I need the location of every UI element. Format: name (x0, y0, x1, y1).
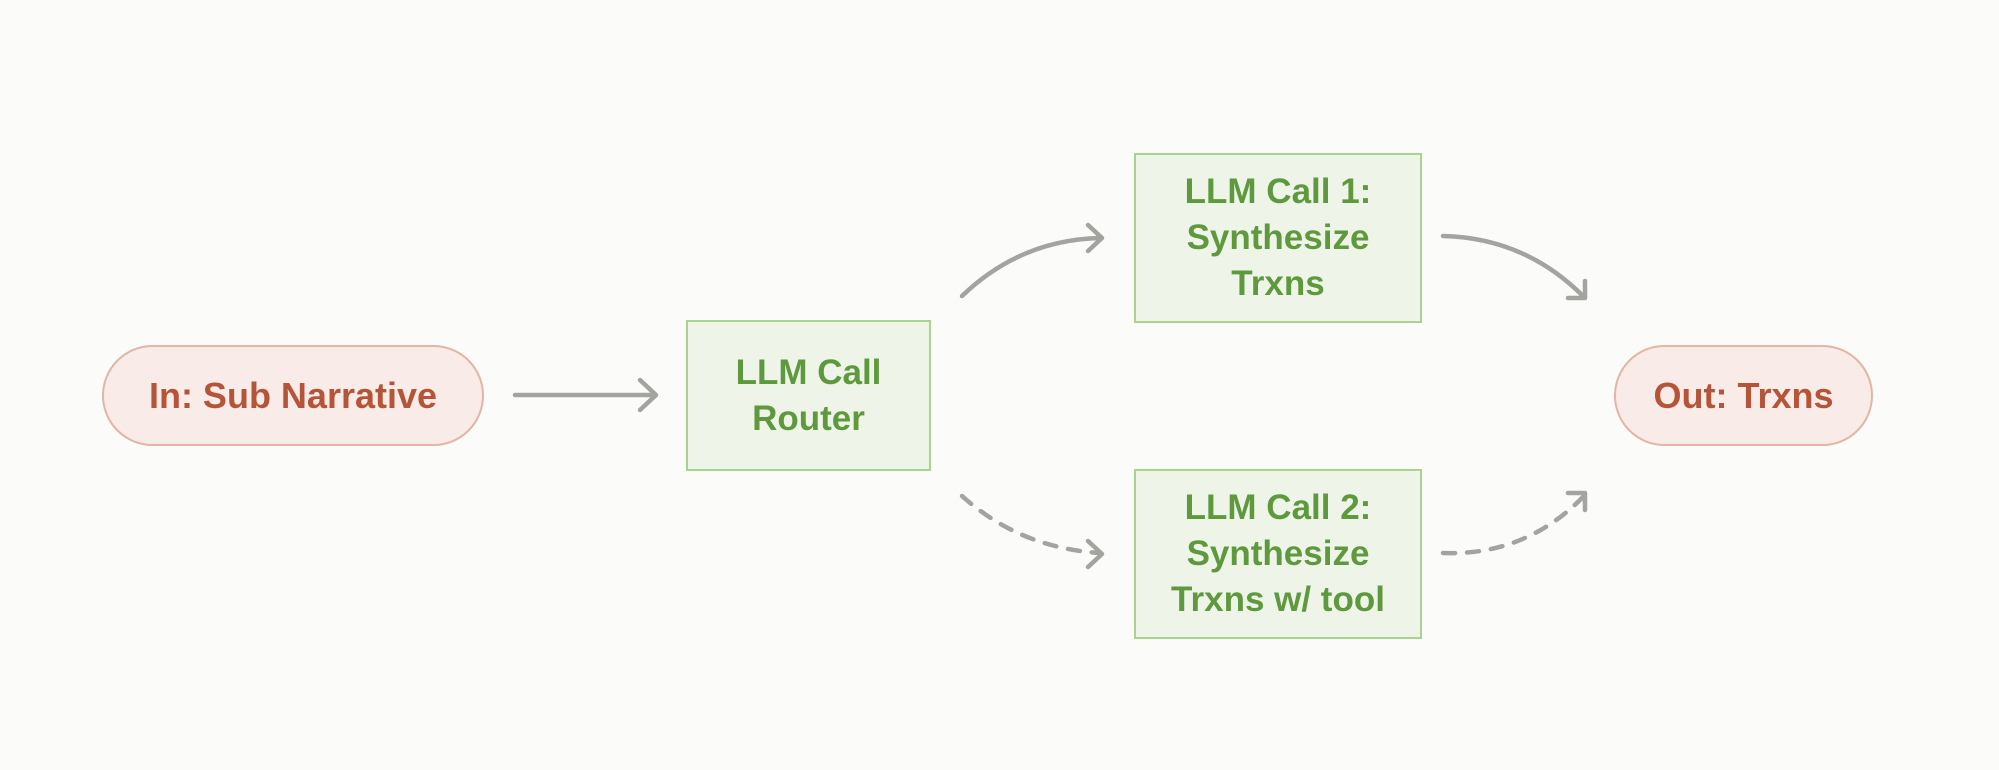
edge-router-to-call1 (959, 222, 1105, 299)
router-node-line: Router (752, 398, 865, 438)
llm-call-1-line: Synthesize (1186, 218, 1370, 257)
router-node-line: LLM Call (735, 352, 882, 392)
edge-call1-to-output (1440, 233, 1588, 301)
llm-call-1-line: Trxns (1231, 264, 1325, 303)
router-node: LLM Call Router (686, 320, 931, 471)
llm-call-2-line: LLM Call 2: (1184, 488, 1372, 527)
llm-call-2-line: Synthesize (1186, 534, 1370, 573)
output-node: Out: Trxns (1614, 345, 1873, 446)
llm-call-2-node: LLM Call 2: Synthesize Trxns w/ tool (1134, 469, 1422, 639)
edge-router-to-call2 (959, 493, 1105, 570)
output-node-label: Out: Trxns (1653, 374, 1834, 416)
llm-call-2-line: Trxns w/ tool (1171, 580, 1385, 619)
llm-call-1-line: LLM Call 1: (1184, 172, 1372, 211)
edge-input-to-router (512, 377, 659, 413)
edge-call2-to-output (1440, 490, 1588, 556)
input-node: In: Sub Narrative (102, 345, 484, 446)
llm-call-1-node: LLM Call 1: Synthesize Trxns (1134, 153, 1422, 323)
input-node-label: In: Sub Narrative (148, 374, 438, 416)
